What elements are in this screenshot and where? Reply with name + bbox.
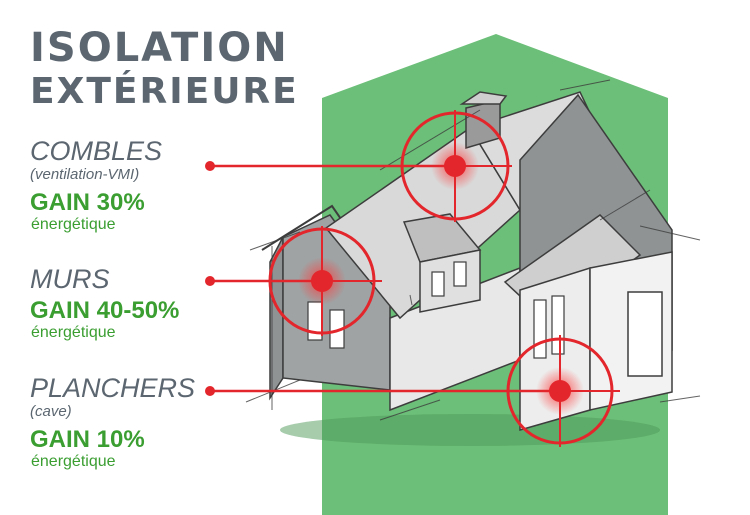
- target-murs: [266, 226, 382, 336]
- label-combles: COMBLES: [30, 136, 163, 166]
- sub-murs: énergétique: [31, 324, 116, 341]
- dormer-window-right: [453, 261, 467, 287]
- title-line-2: EXTÉRIEURE: [30, 71, 299, 112]
- ground-shadow: [280, 414, 660, 446]
- gain-murs: GAIN 40-50%: [30, 297, 180, 324]
- title-line-1: ISOLATION: [30, 25, 289, 71]
- note-planchers: (cave): [30, 403, 72, 420]
- target-planchers: [504, 335, 620, 447]
- callout-dots: [205, 161, 215, 396]
- sub-planchers: énergétique: [31, 453, 116, 470]
- target-combles: [398, 110, 512, 222]
- gain-planchers: GAIN 10%: [30, 426, 145, 453]
- note-combles: (ventilation-VMI): [30, 166, 140, 183]
- right-wing-door-right: [551, 295, 565, 355]
- chimney-top: [459, 91, 508, 105]
- label-planchers: PLANCHERS: [30, 373, 196, 403]
- right-wing-bay-window: [627, 291, 663, 377]
- gain-combles: GAIN 30%: [30, 189, 145, 216]
- dormer-window-left: [431, 271, 445, 297]
- right-wing-door-left: [533, 299, 547, 359]
- sub-combles: énergétique: [31, 216, 116, 233]
- label-murs: MURS: [30, 264, 110, 294]
